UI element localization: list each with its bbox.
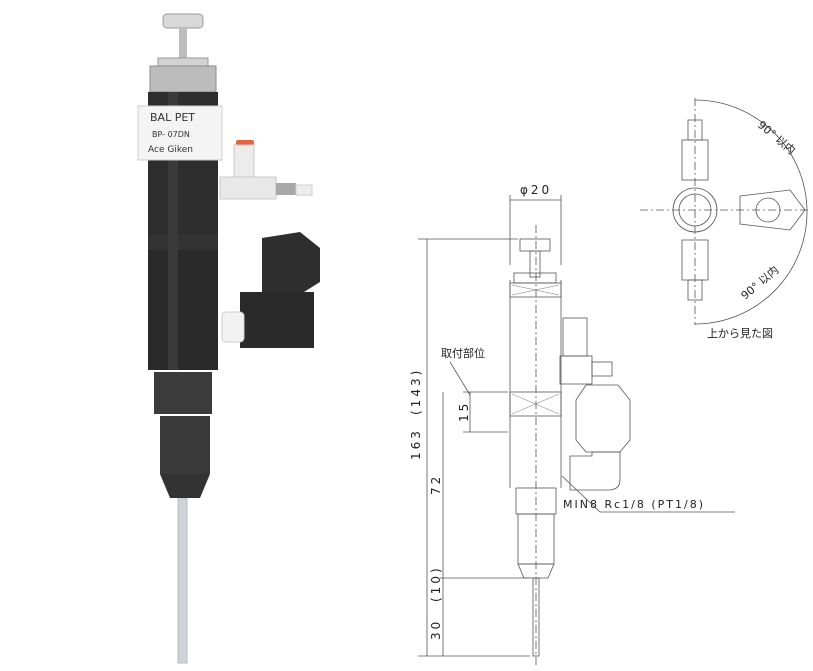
photo-label-line1: BAL PET [150,111,195,124]
photo-label-line3: Ace Giken [148,145,193,155]
dim-lower-72: 72 [429,474,443,495]
dim-tip-30: 30 [429,619,443,640]
diameter-label: φ20 [520,183,552,197]
dim-mount-15: 15 [457,401,471,422]
mount-position-label: 取付部位 [441,346,485,360]
dim-overall-143: (143) [409,368,423,415]
photo-label-line2: BP- 07DN [152,130,190,139]
angle-upper-label: 90° 以内 [755,118,798,158]
dim-overall-163: 163 [409,428,423,460]
angle-lower-label: 90° 以内 [738,263,781,303]
top-view-caption: 上から見た図 [707,327,773,340]
port-spec-label: MIN8 Rc1/8 (PT1/8) [563,498,705,511]
dim-tip-10: (10) [429,565,443,602]
